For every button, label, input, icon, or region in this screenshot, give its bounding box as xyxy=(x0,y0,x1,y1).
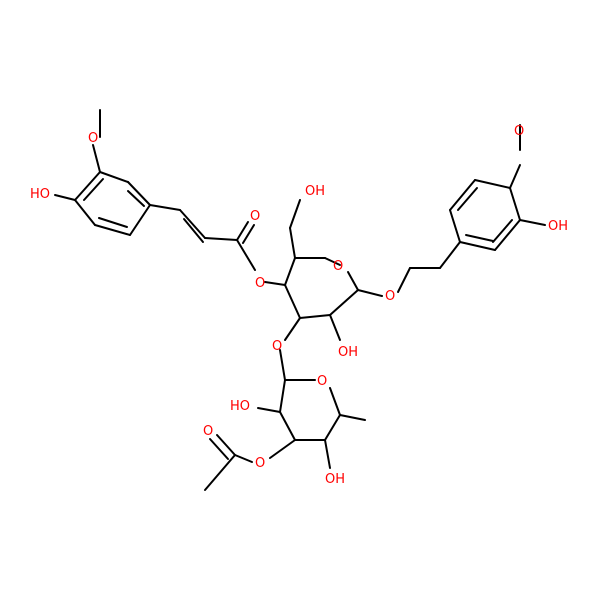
atom-label-o: O xyxy=(317,374,327,389)
atom-label-ho: HO xyxy=(30,187,50,202)
ethyl-bond-3 xyxy=(439,241,461,269)
atom-label-o: O xyxy=(255,276,265,291)
atom-label-oh: OH xyxy=(305,184,325,199)
acetate-bond-1 xyxy=(269,439,296,459)
glycoside-bond xyxy=(357,289,383,297)
methyl-bond-lower xyxy=(339,414,366,421)
atom-label-ho: HO xyxy=(230,399,250,414)
atom-label-o: O xyxy=(250,209,260,224)
atom-label-oh: OH xyxy=(548,219,568,234)
atom-label-oh: OH xyxy=(338,345,358,360)
atom-label-o: O xyxy=(88,131,98,146)
hydroxy-bond-left xyxy=(54,194,76,201)
atom-label-oh: OH xyxy=(325,472,345,487)
acetyl-methyl-bond xyxy=(204,454,236,491)
central-sugar-ring xyxy=(264,257,359,319)
hydroxymethyl-bond-2 xyxy=(289,199,301,229)
methoxy-bond-right xyxy=(509,164,521,189)
ethyl-bond-1 xyxy=(397,267,411,293)
atom-label-o: O xyxy=(255,456,265,471)
chain-bond-1 xyxy=(149,204,181,211)
hydroxymethyl-bond-1 xyxy=(289,227,296,259)
atom-label-o: O xyxy=(203,424,213,439)
right-aromatic-ring xyxy=(449,179,521,251)
left-aromatic-ring xyxy=(74,171,151,236)
acetyl-carbonyl-bond-inner xyxy=(209,438,229,460)
ester-bond xyxy=(236,239,256,271)
ring-oh-bond-upper xyxy=(329,314,341,341)
atom-label-o: O xyxy=(333,259,343,274)
atom-label-o: O xyxy=(272,339,282,354)
carbonyl-bond-inner xyxy=(242,224,255,244)
acetyl-carbonyl-bond xyxy=(216,434,236,456)
linker-bond-2 xyxy=(279,349,286,381)
acetate-bond-2 xyxy=(234,454,253,463)
atom-label-o: O xyxy=(514,124,524,139)
chain-double-bond-inner xyxy=(183,218,204,243)
lower-sugar-ring xyxy=(279,379,341,441)
methoxy-bond-left xyxy=(92,144,101,173)
linker-bond-1 xyxy=(284,317,301,341)
carbonyl-bond xyxy=(236,221,249,241)
ring-oh-bond-lower xyxy=(324,439,331,469)
chain-bond-2 xyxy=(204,237,238,241)
hydroxy-bond-right xyxy=(519,219,546,226)
chain-double-bond xyxy=(179,209,206,239)
ring-oh-bond-left-lower xyxy=(257,407,281,413)
atom-label-o: O xyxy=(385,289,395,304)
